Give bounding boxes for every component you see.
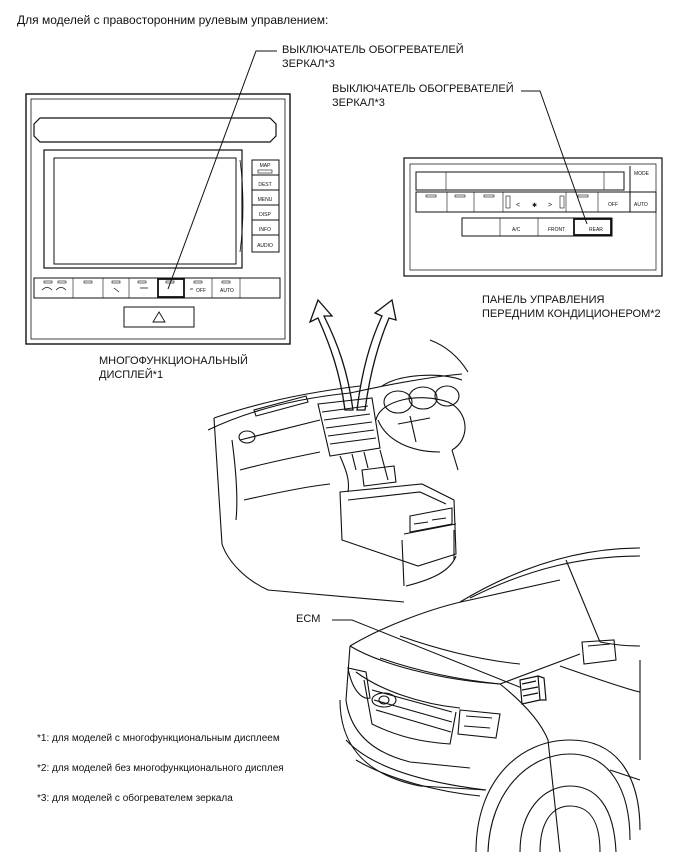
panel-fan-off-label: OFF — [608, 202, 618, 208]
temp-down-icon[interactable]: < — [516, 202, 520, 209]
footnote-1: *1: для моделей с многофункциональным ди… — [37, 733, 280, 744]
page-heading: Для моделей с правосторонним рулевым упр… — [17, 13, 329, 27]
callout-mirror-switch-display-line2: ЗЕРКАЛ*3 — [282, 58, 335, 70]
panel-mirror-heater-button[interactable] — [573, 218, 612, 236]
footnote-2: *2: для моделей без многофункционального… — [37, 763, 284, 774]
vehicle-illustration — [339, 547, 641, 852]
ac-control-panel: < > ✱ MODE OFF AUTO A/C FRONT REAR — [403, 157, 663, 277]
arrows — [308, 298, 397, 411]
panel-ac-label: A/C — [512, 227, 521, 233]
panel-rear-label: REAR — [589, 227, 603, 233]
multifunction-display: MAP DEST MENU DISP INFO AUDIO OFF AUTO — [25, 93, 291, 345]
callout-ac-panel-line2: ПЕРЕДНИМ КОНДИЦИОНЕРОМ*2 — [482, 308, 661, 320]
hazard-icon — [152, 311, 166, 323]
callout-ecm: ECM — [296, 613, 321, 625]
display-button-dest[interactable]: DEST — [258, 182, 271, 188]
callout-multi-display-line2: ДИСПЛЕЙ*1 — [99, 369, 164, 381]
callout-leaders — [167, 50, 588, 691]
panel-front-label: FRONT — [548, 227, 565, 233]
display-button-map[interactable]: MAP — [260, 163, 272, 169]
callout-mirror-switch-display-line1: ВЫКЛЮЧАТЕЛЬ ОБОГРЕВАТЕЛЕЙ — [282, 44, 464, 56]
ecm-module — [519, 675, 547, 705]
panel-mode-label: MODE — [634, 171, 650, 177]
display-button-info[interactable]: INFO — [259, 227, 271, 233]
display-button-disp[interactable]: DISP — [259, 212, 271, 218]
callout-ac-panel-line1: ПАНЕЛЬ УПРАВЛЕНИЯ — [482, 294, 605, 306]
display-fan-off-label: OFF — [196, 288, 206, 294]
temp-up-icon[interactable]: > — [548, 202, 552, 209]
panel-auto-label: AUTO — [634, 202, 648, 208]
callout-mirror-switch-panel-line2: ЗЕРКАЛ*3 — [332, 97, 385, 109]
dashboard-illustration — [207, 339, 469, 603]
display-button-audio[interactable]: AUDIO — [257, 243, 273, 249]
display-mirror-heater-button[interactable] — [157, 278, 185, 298]
callout-multi-display-line1: МНОГОФУНКЦИОНАЛЬНЫЙ — [99, 355, 248, 367]
display-climate-icons — [41, 287, 193, 293]
display-auto-label: AUTO — [220, 288, 234, 294]
display-button-menu[interactable]: MENU — [258, 197, 273, 203]
footnote-3: *3: для моделей с обогревателем зеркала — [37, 793, 233, 804]
fan-icon: ✱ — [532, 202, 537, 209]
display-side-buttons — [239, 159, 280, 253]
callout-mirror-switch-panel-line1: ВЫКЛЮЧАТЕЛЬ ОБОГРЕВАТЕЛЕЙ — [332, 83, 514, 95]
